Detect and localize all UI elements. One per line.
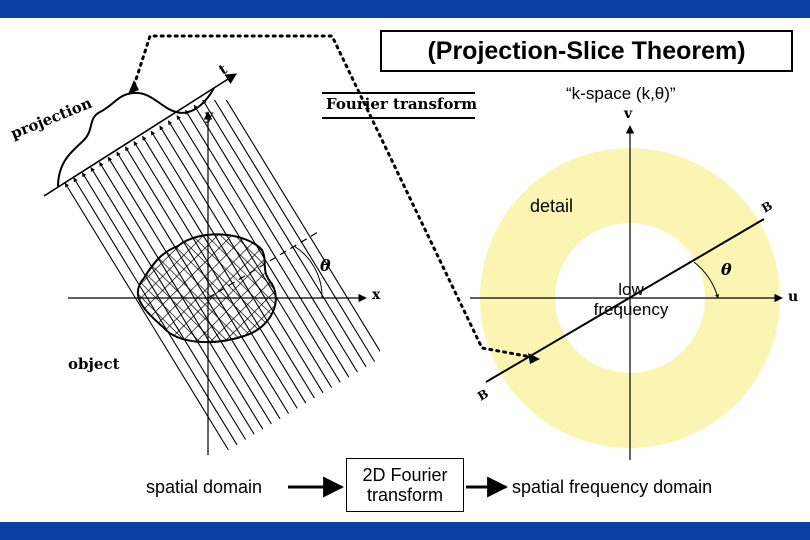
projection-ray (176, 115, 341, 383)
fourier-transform-label: Fourier transform (326, 95, 478, 113)
angle-dashed-line (207, 231, 319, 299)
x-axis-label: x (372, 287, 381, 303)
low-frequency-label: low frequency (593, 280, 669, 319)
transform-box: 2D Fourier transform (346, 458, 464, 512)
u-axis-label: u (788, 289, 799, 305)
page-title: (Projection-Slice Theorem) (380, 30, 793, 72)
b-line (485, 218, 765, 383)
top-bar (0, 0, 810, 18)
projection-ray (124, 146, 290, 414)
kspace-label: “k-space (k,θ)” (566, 84, 676, 103)
fourier-connector (130, 34, 539, 360)
theta-label-left: θ (320, 256, 331, 275)
frequency-domain-label: spatial frequency domain (512, 477, 713, 497)
bottom-bar (0, 522, 810, 540)
object-label: object (68, 355, 120, 373)
projection-ray (64, 182, 229, 451)
projection-ray (193, 104, 358, 373)
projection-ray (116, 151, 281, 420)
projection-ray (99, 161, 264, 430)
projection-profile (57, 87, 215, 188)
v-axis-label: v (624, 106, 633, 122)
projection-ray (225, 100, 380, 353)
theta-arc-right (693, 261, 719, 299)
y-axis-label: y (205, 108, 214, 124)
projection-ray (81, 172, 247, 440)
projection-ray (90, 167, 255, 435)
projection-ray (185, 109, 350, 378)
projection-ray (73, 177, 238, 446)
projection-ray (107, 156, 272, 425)
theta-arc-left (293, 245, 323, 299)
projection-ray (142, 135, 307, 404)
connector-arrowhead-left (128, 80, 139, 94)
projection-rays (64, 100, 380, 451)
spatial-domain-label: spatial domain (146, 477, 263, 497)
projection-ray (150, 130, 315, 399)
projection-ray (202, 100, 367, 368)
projection-ray (167, 120, 333, 388)
detail-label: detail (530, 196, 574, 216)
projection-ray (133, 141, 298, 409)
theta-label-right: θ (721, 260, 732, 279)
projection-ray (213, 100, 376, 362)
t-axis (43, 73, 237, 197)
connector-arrowhead-right (528, 353, 540, 364)
projection-ray (159, 125, 324, 394)
object-shape (136, 233, 277, 344)
